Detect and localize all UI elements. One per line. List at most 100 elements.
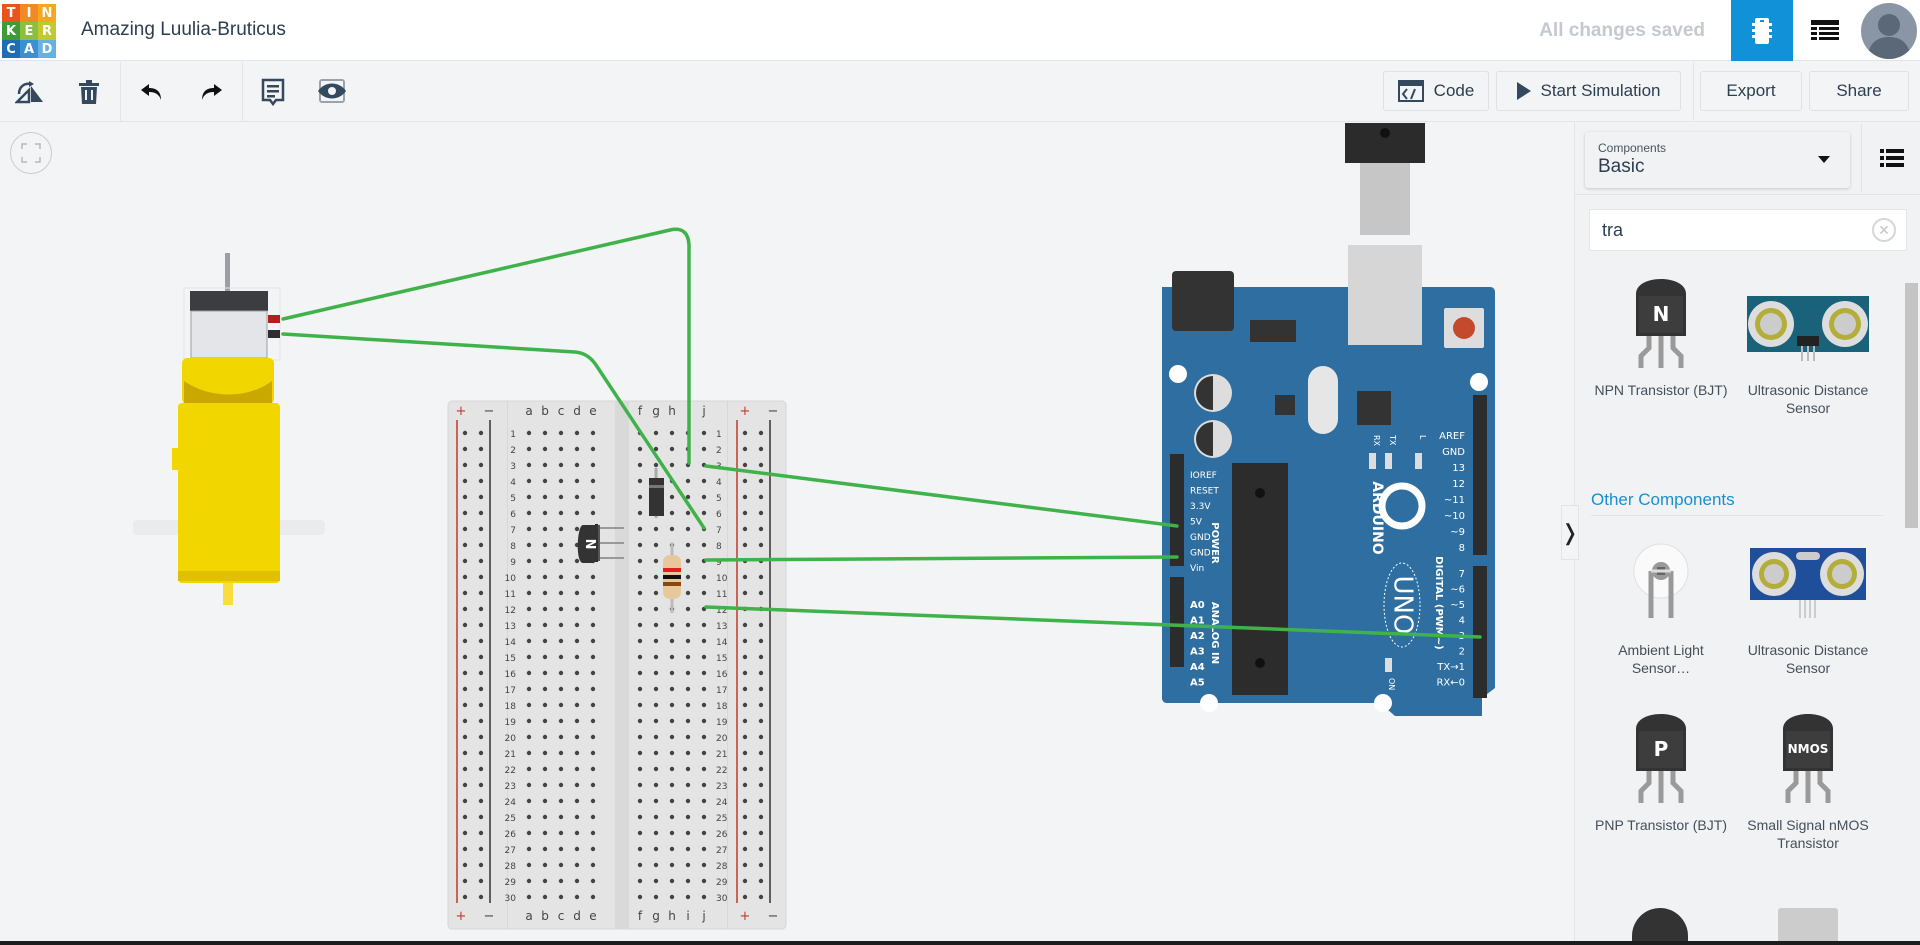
breadboard-hole[interactable] <box>590 734 596 740</box>
breadboard-hole[interactable] <box>701 734 707 740</box>
breadboard-hole[interactable] <box>574 734 580 740</box>
breadboard-hole[interactable] <box>526 862 532 868</box>
breadboard-hole[interactable] <box>653 654 659 660</box>
breadboard-hole[interactable] <box>669 830 675 836</box>
component-nmos-transistor[interactable]: NMOS Small Signal nMOS Transistor <box>1738 708 1878 852</box>
breadboard-hole[interactable] <box>701 430 707 436</box>
breadboard-hole[interactable] <box>478 702 484 708</box>
breadboard-hole[interactable] <box>685 750 691 756</box>
breadboard-hole[interactable] <box>478 670 484 676</box>
breadboard-hole[interactable] <box>685 798 691 804</box>
breadboard-hole[interactable] <box>685 638 691 644</box>
breadboard-hole[interactable] <box>637 670 643 676</box>
breadboard-hole[interactable] <box>526 542 532 548</box>
breadboard-hole[interactable] <box>701 702 707 708</box>
breadboard-hole[interactable] <box>462 686 468 692</box>
breadboard-hole[interactable] <box>478 622 484 628</box>
breadboard-hole[interactable] <box>558 734 564 740</box>
breadboard-hole[interactable] <box>669 878 675 884</box>
breadboard-hole[interactable] <box>542 430 548 436</box>
breadboard-hole[interactable] <box>742 878 748 884</box>
breadboard-hole[interactable] <box>685 830 691 836</box>
breadboard-hole[interactable] <box>590 510 596 516</box>
breadboard-hole[interactable] <box>526 654 532 660</box>
breadboard-hole[interactable] <box>669 782 675 788</box>
breadboard-hole[interactable] <box>637 638 643 644</box>
breadboard-hole[interactable] <box>574 814 580 820</box>
breadboard-hole[interactable] <box>653 558 659 564</box>
breadboard-hole[interactable] <box>653 750 659 756</box>
dc-gear-motor[interactable] <box>133 253 325 605</box>
breadboard-hole[interactable] <box>637 846 643 852</box>
breadboard-hole[interactable] <box>653 718 659 724</box>
breadboard-hole[interactable] <box>526 638 532 644</box>
breadboard-hole[interactable] <box>526 894 532 900</box>
breadboard-hole[interactable] <box>758 526 764 532</box>
breadboard-hole[interactable] <box>685 734 691 740</box>
breadboard-hole[interactable] <box>558 718 564 724</box>
breadboard-hole[interactable] <box>478 638 484 644</box>
breadboard-hole[interactable] <box>574 606 580 612</box>
breadboard-hole[interactable] <box>653 526 659 532</box>
breadboard-hole[interactable] <box>462 558 468 564</box>
breadboard-hole[interactable] <box>637 622 643 628</box>
breadboard-hole[interactable] <box>462 606 468 612</box>
diode[interactable] <box>649 468 664 518</box>
component-hcsr04-sensor[interactable]: Ultrasonic Distance Sensor <box>1738 533 1878 677</box>
breadboard-hole[interactable] <box>637 814 643 820</box>
wire-pin3[interactable] <box>704 605 1482 639</box>
component-ambient-light-sensor[interactable]: Ambient Light Sensor… <box>1591 533 1731 677</box>
breadboard-hole[interactable] <box>526 814 532 820</box>
breadboard-hole[interactable] <box>542 558 548 564</box>
breadboard-hole[interactable] <box>590 654 596 660</box>
breadboard-hole[interactable] <box>542 654 548 660</box>
breadboard-hole[interactable] <box>669 766 675 772</box>
breadboard-hole[interactable] <box>590 478 596 484</box>
design-title[interactable]: Amazing Luulia-Bruticus <box>81 19 286 40</box>
breadboard-hole[interactable] <box>685 526 691 532</box>
breadboard-hole[interactable] <box>742 750 748 756</box>
breadboard-hole[interactable] <box>574 430 580 436</box>
breadboard-hole[interactable] <box>574 830 580 836</box>
breadboard-hole[interactable] <box>462 654 468 660</box>
breadboard-hole[interactable] <box>590 462 596 468</box>
breadboard-hole[interactable] <box>558 558 564 564</box>
breadboard-hole[interactable] <box>653 462 659 468</box>
breadboard-hole[interactable] <box>653 814 659 820</box>
code-button[interactable]: Code <box>1383 71 1489 111</box>
breadboard-hole[interactable] <box>637 782 643 788</box>
fit-to-view-button[interactable] <box>10 132 52 174</box>
breadboard-hole[interactable] <box>637 558 643 564</box>
breadboard-hole[interactable] <box>590 718 596 724</box>
tinkercad-logo[interactable]: T I N K E R C A D <box>2 4 56 58</box>
breadboard-hole[interactable] <box>574 878 580 884</box>
breadboard-hole[interactable] <box>526 590 532 596</box>
breadboard-hole[interactable] <box>669 654 675 660</box>
list-view-button[interactable] <box>1861 123 1920 193</box>
breadboard-hole[interactable] <box>542 574 548 580</box>
breadboard-hole[interactable] <box>542 462 548 468</box>
breadboard-hole[interactable] <box>653 830 659 836</box>
breadboard-hole[interactable] <box>558 526 564 532</box>
breadboard-hole[interactable] <box>669 686 675 692</box>
breadboard-hole[interactable] <box>685 862 691 868</box>
breadboard-hole[interactable] <box>558 622 564 628</box>
breadboard-hole[interactable] <box>526 846 532 852</box>
breadboard-hole[interactable] <box>653 846 659 852</box>
undo-button[interactable] <box>136 76 168 108</box>
breadboard-hole[interactable] <box>637 510 643 516</box>
breadboard-hole[interactable] <box>542 510 548 516</box>
breadboard-hole[interactable] <box>742 462 748 468</box>
breadboard-hole[interactable] <box>669 446 675 452</box>
breadboard-hole[interactable] <box>637 734 643 740</box>
breadboard-hole[interactable] <box>478 558 484 564</box>
breadboard-hole[interactable] <box>558 494 564 500</box>
breadboard-hole[interactable] <box>462 446 468 452</box>
breadboard-hole[interactable] <box>590 606 596 612</box>
breadboard-hole[interactable] <box>558 814 564 820</box>
breadboard-hole[interactable] <box>478 718 484 724</box>
breadboard-hole[interactable] <box>478 830 484 836</box>
breadboard-hole[interactable] <box>526 686 532 692</box>
breadboard-hole[interactable] <box>542 606 548 612</box>
